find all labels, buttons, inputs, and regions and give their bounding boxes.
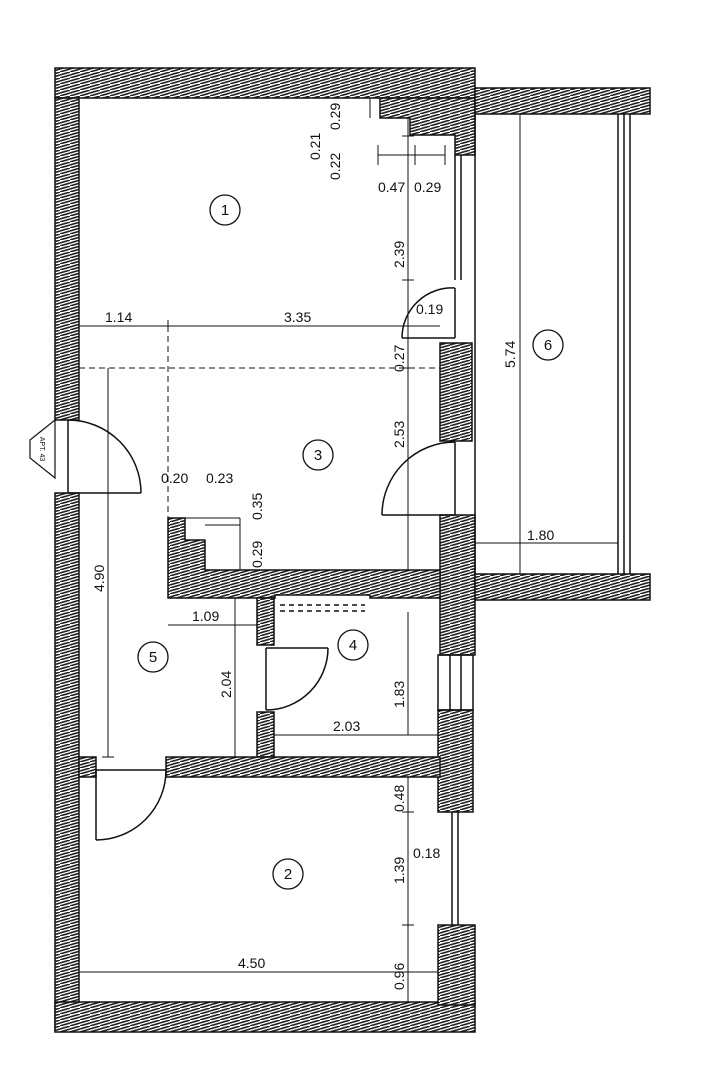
dim-5-74: 5.74 (502, 341, 518, 368)
dim-0-18: 0.18 (413, 845, 440, 861)
svg-text:6: 6 (544, 337, 552, 354)
dim-1-39: 1.39 (391, 857, 407, 884)
wall-left-upper (54, 97, 80, 421)
room-6-label: 6 (532, 329, 564, 361)
svg-text:3: 3 (314, 447, 322, 464)
dim-0-20: 0.20 (161, 470, 188, 486)
svg-text:4: 4 (349, 637, 357, 654)
dim-2-39: 2.39 (391, 241, 407, 268)
dimension-labels: 1.14 3.35 0.19 0.47 0.29 1.80 0.20 0.23 … (91, 103, 554, 990)
walls (54, 67, 651, 1033)
wall-top (54, 67, 476, 99)
wall-interior-stub (78, 756, 97, 778)
dim-0-47: 0.47 (378, 179, 405, 195)
wall-right-seg-2 (439, 514, 476, 656)
wall-corner-stub (379, 97, 476, 156)
dim-0-22: 0.22 (327, 153, 343, 180)
dim-0-19: 0.19 (416, 301, 443, 317)
dim-1-14: 1.14 (105, 309, 132, 325)
wall-bath-left-upper (256, 597, 275, 646)
dim-0-29-top: 0.29 (327, 103, 343, 130)
room-5-label: 5 (137, 641, 169, 673)
wall-left-lower (54, 492, 80, 1031)
bath-window (437, 654, 474, 711)
door-entrance (67, 419, 142, 494)
wall-right-seg-1 (439, 342, 473, 442)
door-room-1 (401, 287, 456, 339)
dim-0-23: 0.23 (206, 470, 233, 486)
wall-bottom (54, 1001, 476, 1033)
wall-middle (167, 517, 441, 599)
apartment-label: APT. 43 (38, 437, 45, 462)
wall-bath-left-lower (256, 711, 275, 758)
dim-3-35: 3.35 (284, 309, 311, 325)
doors (67, 287, 456, 841)
dim-1-80: 1.80 (527, 527, 554, 543)
dim-0-48: 0.48 (391, 785, 407, 812)
dim-0-27: 0.27 (391, 345, 407, 372)
wall-interior-bottom (165, 756, 441, 778)
wall-right-seg-3 (437, 709, 474, 813)
wall-balcony-top (474, 87, 651, 115)
wall-right-seg-4 (437, 924, 476, 1006)
door-room-2 (95, 769, 167, 841)
dim-4-50: 4.50 (238, 955, 265, 971)
dim-0-35: 0.35 (249, 493, 265, 520)
room-3-label: 3 (302, 439, 334, 471)
dim-0-96: 0.96 (391, 963, 407, 990)
room-labels: 1 3 6 4 5 2 (137, 194, 564, 890)
door-balcony (381, 441, 456, 516)
room-1-label: 1 (209, 194, 241, 226)
dim-0-21: 0.21 (307, 133, 323, 160)
wall-balcony-bottom (474, 573, 651, 601)
door-bathroom (265, 647, 329, 711)
svg-text:1: 1 (221, 202, 229, 219)
svg-text:5: 5 (149, 649, 157, 666)
room-2-label: 2 (272, 858, 304, 890)
dim-2-53: 2.53 (391, 421, 407, 448)
windows (280, 114, 631, 925)
dim-4-90: 4.90 (91, 565, 107, 592)
dim-0-29-c: 0.29 (249, 541, 265, 568)
room-4-label: 4 (337, 629, 369, 661)
dim-1-09: 1.09 (192, 608, 219, 624)
dim-1-83: 1.83 (391, 681, 407, 708)
dim-2-04: 2.04 (218, 671, 234, 698)
dim-0-29-b: 0.29 (414, 179, 441, 195)
entrance-arrow-icon: APT. 43 (29, 418, 56, 480)
svg-text:2: 2 (284, 866, 292, 883)
dim-2-03: 2.03 (333, 718, 360, 734)
dimension-lines (79, 98, 618, 1002)
